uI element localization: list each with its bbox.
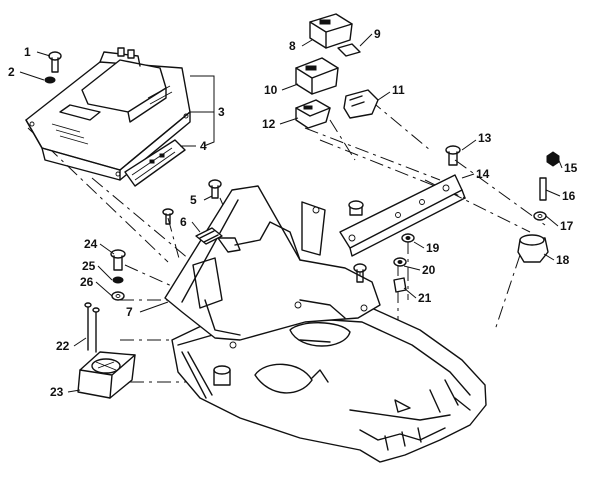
callout-26: 26 — [80, 275, 94, 289]
callout-3: 3 — [218, 105, 225, 119]
lower-housing — [171, 299, 487, 463]
circuit-board — [124, 139, 186, 187]
leader-lines — [19, 33, 563, 393]
callout-2: 2 — [8, 65, 15, 79]
callout-23: 23 — [50, 385, 64, 399]
callout-9: 9 — [374, 27, 381, 41]
callout-20: 20 — [422, 263, 436, 277]
chassis-plate — [164, 185, 381, 349]
callout-19: 19 — [426, 241, 440, 255]
callout-24: 24 — [84, 237, 98, 251]
callout-8: 8 — [289, 39, 296, 53]
callout-7: 7 — [126, 305, 133, 319]
callout-21: 21 — [418, 291, 432, 305]
callout-17: 17 — [560, 219, 574, 233]
callout-labels: 1 2 3 4 5 6 7 8 9 10 11 12 13 14 15 16 1… — [8, 27, 578, 399]
callout-6: 6 — [180, 215, 187, 229]
callout-14: 14 — [476, 167, 490, 181]
callout-1: 1 — [24, 45, 31, 59]
callout-13: 13 — [478, 131, 492, 145]
callout-25: 25 — [82, 259, 96, 273]
callout-15: 15 — [564, 161, 578, 175]
callout-12: 12 — [262, 117, 276, 131]
callout-4: 4 — [200, 139, 207, 153]
callout-10: 10 — [264, 83, 278, 97]
hardware — [44, 51, 560, 399]
control-box — [25, 47, 191, 181]
relays — [295, 13, 379, 129]
callout-18: 18 — [556, 253, 570, 267]
callout-11: 11 — [392, 83, 405, 97]
callout-16: 16 — [562, 189, 576, 203]
callout-5: 5 — [190, 193, 197, 207]
callout-22: 22 — [56, 339, 70, 353]
mounting-bracket — [339, 174, 466, 257]
